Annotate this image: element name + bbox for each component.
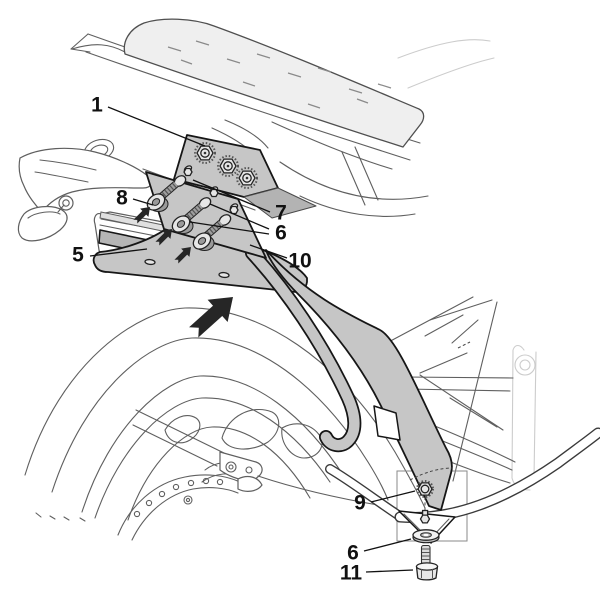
brake-disc <box>117 474 241 541</box>
rear-wheel <box>24 307 426 541</box>
seat-stitching <box>167 40 392 109</box>
bracket-plate-part10 <box>145 165 267 259</box>
serrated-nut-part7 <box>194 142 216 164</box>
serrated-nut-part7 <box>217 155 239 177</box>
bolt-arrow <box>174 247 191 264</box>
rack-arm <box>245 246 453 512</box>
part-5-leader <box>89 248 148 257</box>
part-10-leader <box>249 244 288 259</box>
washer-part6 <box>412 529 440 544</box>
bolt-arrow <box>155 229 172 246</box>
part-1-label: 1 <box>91 94 103 117</box>
part-8-label: 8 <box>116 187 128 210</box>
part-9-leader <box>370 490 416 503</box>
arrow-layer <box>133 207 233 338</box>
part-11-leader <box>365 569 414 573</box>
part-7-leader <box>192 179 271 213</box>
mount-plate-part1 <box>173 134 317 219</box>
part-6-label: 6 <box>275 222 287 245</box>
bolt-arrow-shape <box>133 207 150 224</box>
direction-arrow <box>189 297 233 338</box>
bolt-part11 <box>415 544 439 581</box>
wheel-spokes <box>132 408 323 483</box>
screw-assembly <box>171 186 219 234</box>
seat <box>123 18 425 148</box>
footpeg <box>17 205 68 242</box>
footpeg-bracket <box>17 147 153 242</box>
part-6-leader <box>209 203 270 230</box>
bar-slot <box>144 258 156 266</box>
undertail-shadow <box>243 187 317 219</box>
strap-nut-part9 <box>416 480 434 498</box>
part-10-label: 10 <box>288 250 311 273</box>
part-6-leader <box>189 221 270 235</box>
bar-slot <box>218 271 230 279</box>
faded-details <box>397 39 537 491</box>
part-7-label: 7 <box>275 202 287 225</box>
part-6b-label: 6 <box>347 542 359 565</box>
part-11-label: 11 <box>340 562 363 585</box>
screw-assembly <box>146 165 193 212</box>
part-1-leader <box>107 106 206 147</box>
screw-assembly <box>192 203 239 251</box>
ground-dashes <box>35 512 86 522</box>
strap-cutout <box>373 405 401 441</box>
rack-tube <box>246 247 360 451</box>
part-9-label: 9 <box>354 492 366 515</box>
bolt-arrow-shape <box>155 229 172 246</box>
subframe-rails <box>325 427 600 523</box>
stud-nut <box>419 514 431 524</box>
rack-strap <box>265 249 453 511</box>
bolt-arrow-shape <box>174 247 191 264</box>
serrated-nut-part7 <box>236 167 258 189</box>
part-6b-leader <box>363 538 412 552</box>
subframe-lines <box>382 296 516 484</box>
part-8-leader <box>132 198 154 206</box>
rack-foot <box>398 509 456 581</box>
direction-arrow-shape <box>189 297 233 338</box>
part-5-label: 5 <box>72 244 84 267</box>
bolt-arrow <box>133 207 150 224</box>
